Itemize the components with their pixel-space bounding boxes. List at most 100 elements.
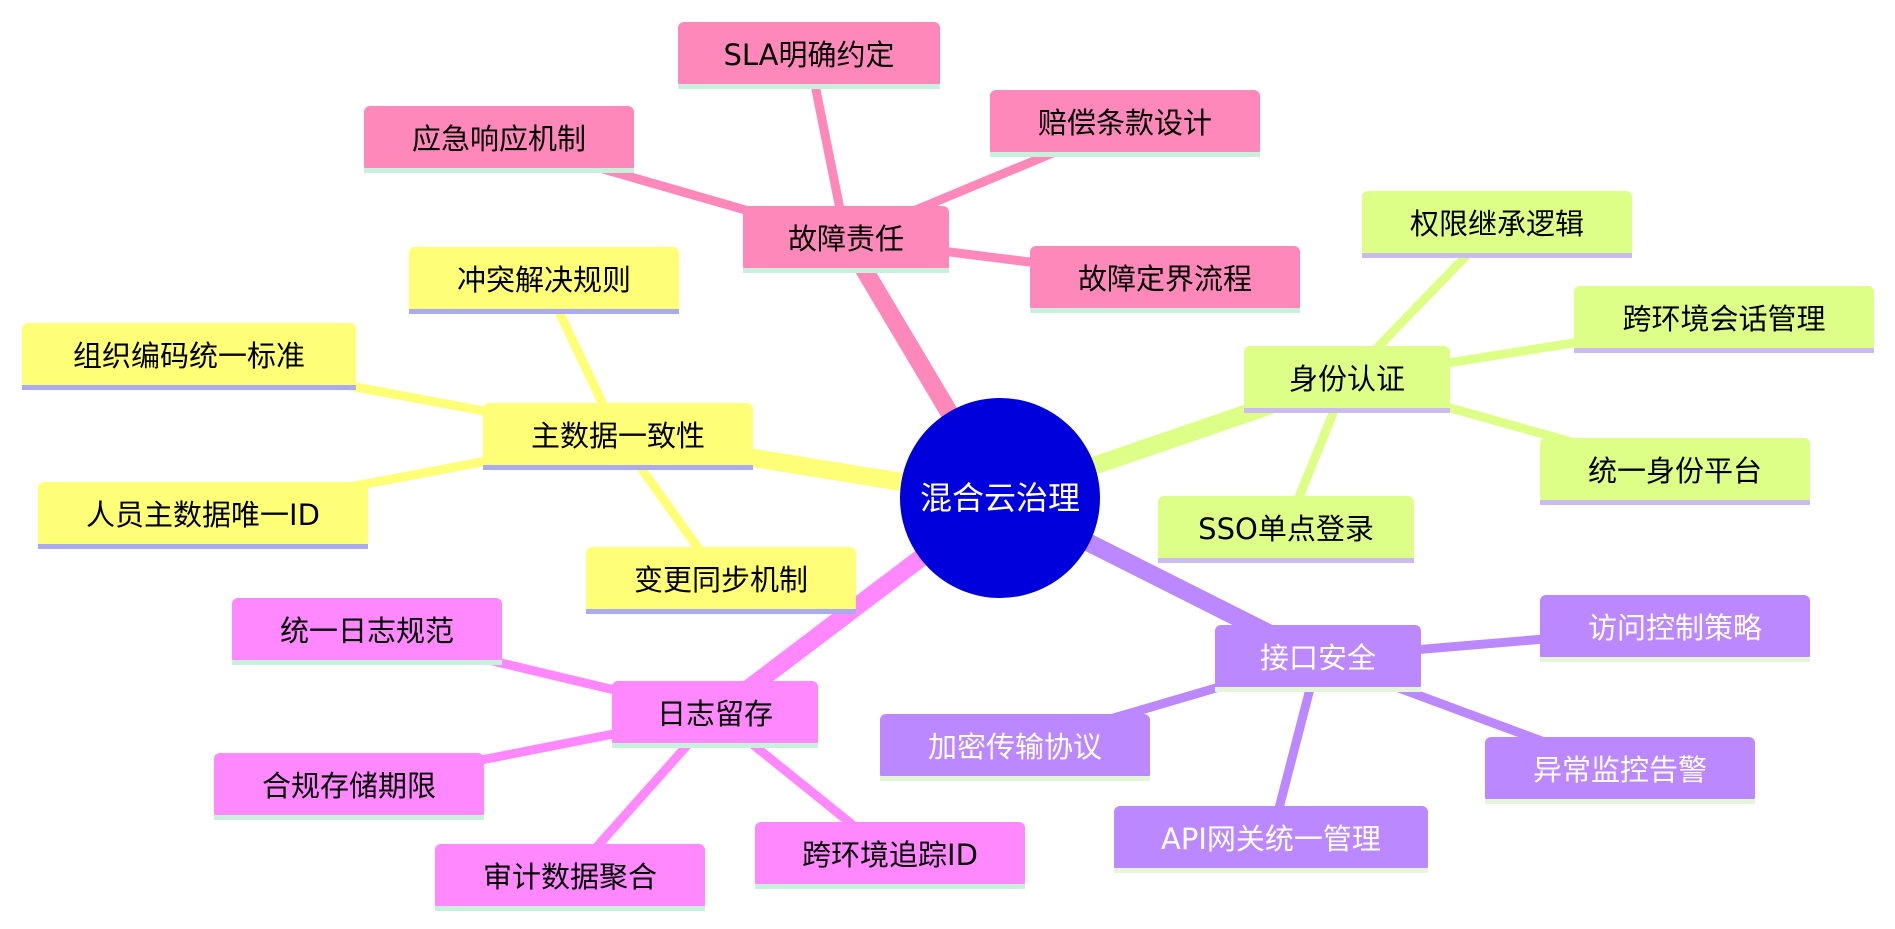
node-branch-logging-box <box>612 681 818 747</box>
node-logging-child-3-label: 跨环境追踪ID <box>802 838 978 872</box>
node-masterdata-child-2-label: 人员主数据唯一ID <box>86 498 320 532</box>
node-api-child-0[interactable]: 访问控制策略 <box>1540 595 1810 662</box>
node-api-child-2-underline <box>1485 799 1755 804</box>
node-branch-fault[interactable]: 故障责任 <box>743 206 949 273</box>
node-branch-api[interactable]: 接口安全 <box>1215 625 1421 692</box>
node-branch-logging[interactable]: 日志留存 <box>612 681 818 748</box>
node-fault-child-1-underline <box>364 168 634 173</box>
node-fault-child-1-label: 应急响应机制 <box>412 122 586 156</box>
node-logging-child-2[interactable]: 审计数据聚合 <box>435 844 705 911</box>
node-identity-child-0-underline <box>1362 253 1632 258</box>
node-logging-child-0-underline <box>232 660 502 665</box>
node-identity-child-3[interactable]: SSO单点登录 <box>1158 496 1414 563</box>
node-masterdata-child-0-box <box>409 247 679 313</box>
node-branch-masterdata-underline <box>483 465 753 470</box>
node-fault-child-1[interactable]: 应急响应机制 <box>364 106 634 173</box>
node-branch-masterdata[interactable]: 主数据一致性 <box>483 403 753 470</box>
node-identity-child-3-label: SSO单点登录 <box>1198 512 1374 546</box>
node-fault-child-3-label: 故障定界流程 <box>1078 262 1252 296</box>
node-identity-child-0[interactable]: 权限继承逻辑 <box>1362 191 1632 258</box>
node-fault-child-2[interactable]: 赔偿条款设计 <box>990 90 1260 157</box>
node-fault-child-2-label: 赔偿条款设计 <box>1038 106 1212 140</box>
node-identity-child-1-box <box>1574 286 1874 352</box>
node-branch-fault-box <box>743 206 949 272</box>
node-logging-child-1-box <box>214 753 484 819</box>
node-branch-masterdata-label: 主数据一致性 <box>531 419 705 453</box>
node-identity-child-1-underline <box>1574 348 1874 353</box>
node-identity-child-0-label: 权限继承逻辑 <box>1410 207 1584 241</box>
node-masterdata-child-1-box <box>22 323 356 389</box>
node-logging-child-2-label: 审计数据聚合 <box>483 860 657 894</box>
node-fault-child-0-box <box>678 22 940 88</box>
node-identity-child-3-box <box>1158 496 1414 562</box>
node-branch-identity-label: 身份认证 <box>1289 362 1405 396</box>
node-branch-api-label: 接口安全 <box>1260 641 1376 675</box>
node-logging-child-3[interactable]: 跨环境追踪ID <box>755 822 1025 889</box>
node-fault-child-3[interactable]: 故障定界流程 <box>1030 246 1300 313</box>
node-api-child-0-box <box>1540 595 1810 661</box>
node-logging-child-1-label: 合规存储期限 <box>262 769 436 803</box>
node-branch-identity[interactable]: 身份认证 <box>1244 346 1450 413</box>
node-fault-child-2-underline <box>990 152 1260 157</box>
node-fault-child-3-box <box>1030 246 1300 312</box>
node-api-child-3-underline <box>1114 868 1428 873</box>
node-branch-fault-label: 故障责任 <box>788 222 904 256</box>
node-masterdata-child-2-box <box>38 482 368 548</box>
node-identity-child-3-underline <box>1158 558 1414 563</box>
node-fault-child-0-label: SLA明确约定 <box>723 38 894 72</box>
node-logging-child-0[interactable]: 统一日志规范 <box>232 598 502 665</box>
node-logging-child-1[interactable]: 合规存储期限 <box>214 753 484 820</box>
node-api-child-1[interactable]: 加密传输协议 <box>880 714 1150 781</box>
node-branch-api-box <box>1215 625 1421 691</box>
node-fault-child-0-underline <box>678 84 940 89</box>
node-api-child-0-underline <box>1540 657 1810 662</box>
node-logging-child-2-underline <box>435 906 705 911</box>
node-identity-child-2-underline <box>1540 500 1810 505</box>
node-fault-child-2-box <box>990 90 1260 156</box>
center-node-label: 混合云治理 <box>920 479 1080 517</box>
node-masterdata-child-3[interactable]: 变更同步机制 <box>586 547 856 614</box>
node-logging-child-1-underline <box>214 815 484 820</box>
node-logging-child-3-underline <box>755 884 1025 889</box>
node-identity-child-2-box <box>1540 438 1810 504</box>
node-masterdata-child-2-underline <box>38 544 368 549</box>
node-api-child-2-box <box>1485 737 1755 803</box>
node-masterdata-child-2[interactable]: 人员主数据唯一ID <box>38 482 368 549</box>
node-branch-logging-underline <box>612 743 818 748</box>
node-branch-fault-underline <box>743 268 949 273</box>
node-identity-child-2[interactable]: 统一身份平台 <box>1540 438 1810 505</box>
node-branch-masterdata-box <box>483 403 753 469</box>
node-api-child-3-label: API网关统一管理 <box>1161 822 1381 856</box>
node-fault-child-3-underline <box>1030 308 1300 313</box>
node-api-child-1-box <box>880 714 1150 780</box>
node-api-child-2-label: 异常监控告警 <box>1533 753 1707 787</box>
node-branch-identity-box <box>1244 346 1450 412</box>
node-branch-logging-label: 日志留存 <box>657 697 773 731</box>
node-masterdata-child-3-box <box>586 547 856 613</box>
node-logging-child-0-box <box>232 598 502 664</box>
node-masterdata-child-1-underline <box>22 385 356 390</box>
node-branch-api-underline <box>1215 687 1421 692</box>
node-masterdata-child-3-label: 变更同步机制 <box>634 563 808 597</box>
node-masterdata-child-1[interactable]: 组织编码统一标准 <box>22 323 356 390</box>
node-masterdata-child-0-underline <box>409 309 679 314</box>
node-api-child-3[interactable]: API网关统一管理 <box>1114 806 1428 873</box>
node-masterdata-child-0-label: 冲突解决规则 <box>457 263 631 297</box>
node-identity-child-2-label: 统一身份平台 <box>1588 454 1762 488</box>
node-fault-child-1-box <box>364 106 634 172</box>
center-layer: 混合云治理 <box>900 398 1100 598</box>
node-logging-child-2-box <box>435 844 705 910</box>
node-identity-child-1[interactable]: 跨环境会话管理 <box>1574 286 1874 353</box>
node-fault-child-0[interactable]: SLA明确约定 <box>678 22 940 89</box>
node-branch-identity-underline <box>1244 408 1450 413</box>
node-api-child-1-underline <box>880 776 1150 781</box>
node-identity-child-0-box <box>1362 191 1632 257</box>
node-api-child-0-label: 访问控制策略 <box>1588 611 1762 645</box>
center-node <box>900 398 1100 598</box>
node-masterdata-child-0[interactable]: 冲突解决规则 <box>409 247 679 314</box>
node-masterdata-child-1-label: 组织编码统一标准 <box>73 339 305 373</box>
node-api-child-2[interactable]: 异常监控告警 <box>1485 737 1755 804</box>
node-identity-child-1-label: 跨环境会话管理 <box>1622 302 1825 336</box>
node-api-child-1-label: 加密传输协议 <box>928 730 1102 764</box>
